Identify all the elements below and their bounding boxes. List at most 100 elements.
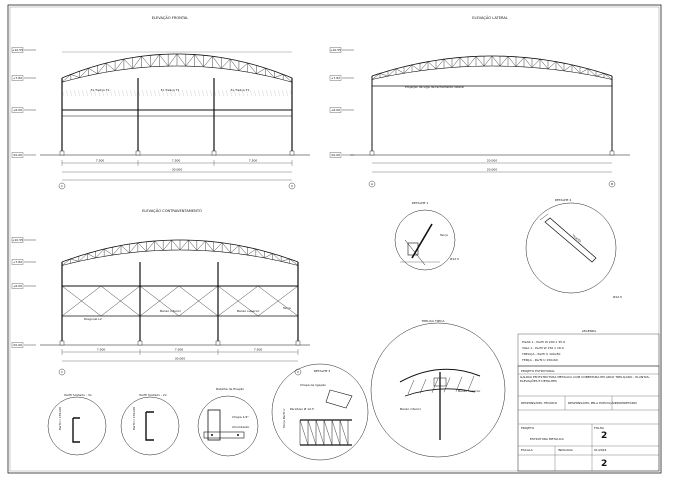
top-chord	[399, 368, 481, 383]
level-label: +6.00	[13, 108, 22, 112]
level-label: ±0.00	[13, 153, 22, 157]
hatch	[245, 89, 249, 97]
truss-diagonal	[371, 73, 381, 80]
truss-diagonal	[443, 59, 453, 68]
diagonal	[323, 419, 333, 446]
title-block-description: GALPÃO EM ESTRUTURA METÁLICA COM COBERTU…	[520, 376, 650, 383]
legend-item-1: PILAR 1 - Perfil W 200 x 35.9	[522, 340, 565, 344]
column-base	[211, 150, 217, 156]
title-block-header: PROJETO ESTRUTURAL	[521, 369, 555, 373]
column-base	[369, 150, 375, 156]
truss-diagonal	[523, 57, 533, 68]
truss-diagonal	[112, 245, 122, 256]
span-label: 20.000	[487, 159, 498, 163]
truss-diagonal	[196, 240, 206, 251]
column-base	[609, 150, 615, 156]
hatch	[89, 89, 93, 97]
hatch	[209, 89, 213, 97]
truss-diagonal	[79, 68, 89, 78]
truss-diagonal	[70, 74, 80, 78]
responsibility-1: RESPONSÁVEL TÉCNICO	[521, 400, 558, 405]
truss-diagonal	[579, 68, 589, 74]
grid-label: 1	[61, 370, 63, 374]
rod	[544, 217, 597, 263]
hatch	[189, 89, 193, 97]
truss-diagonal	[146, 240, 155, 252]
hatch	[225, 89, 229, 97]
sheet-total: 2	[601, 459, 607, 469]
level-tag	[11, 237, 24, 243]
truss-diagonal	[132, 56, 142, 69]
grid-label: 2	[297, 370, 299, 374]
truss-diagonal	[194, 54, 204, 67]
total-label: 30.000	[172, 168, 183, 172]
brace	[257, 285, 299, 317]
front-elevation-title: ELEVAÇÃO FRONTAL	[152, 15, 189, 20]
legend-item-4: TERÇA - Perfil U 150x60	[521, 358, 558, 362]
hatch	[213, 89, 217, 97]
web	[407, 379, 415, 395]
brace-label: Diagonal L2	[84, 317, 102, 321]
column-base	[289, 150, 295, 156]
web	[431, 378, 439, 393]
hatch	[113, 89, 117, 97]
level-label: +10.55	[12, 48, 23, 52]
truss-diagonal	[403, 64, 413, 74]
truss-diagonal	[88, 68, 98, 74]
truss-diagonal	[491, 55, 501, 67]
brace	[61, 285, 102, 317]
hatch	[117, 89, 121, 97]
truss-diagonal	[419, 61, 429, 71]
truss-diagonal	[123, 58, 133, 69]
truss-diagonal	[256, 68, 266, 74]
hatch	[217, 89, 221, 97]
truss-bottom-chord	[61, 65, 293, 83]
hatch	[197, 89, 201, 97]
grid-bubble	[294, 368, 302, 376]
truss-label: 3x Treliça T1	[161, 88, 180, 92]
diagonal	[331, 419, 341, 446]
truss-diagonal	[531, 59, 541, 68]
legend-item-3: TRELIÇA - Perfil U 100x50	[521, 352, 561, 356]
truss-diagonal	[238, 245, 248, 256]
hatch	[181, 89, 185, 97]
side-elevation-note: Projeção da viga de fechamento lateral	[405, 85, 464, 89]
hatch	[105, 89, 109, 97]
truss-diagonal	[167, 53, 178, 67]
legend-item-2: VIGA 1 - Perfil W 150 x 18.0	[522, 346, 564, 350]
truss-diagonal	[221, 242, 231, 253]
hatch	[109, 89, 113, 97]
hatch	[253, 89, 257, 97]
detail-6-label-a: Chapa 1/4"	[232, 415, 249, 419]
hatch	[277, 89, 281, 97]
detail-2-label-b: Ø12.5	[613, 294, 622, 299]
truss-diagonal	[571, 64, 581, 74]
level-label: +7.82	[331, 76, 340, 80]
truss-diagonal	[395, 68, 405, 74]
column-base	[59, 340, 65, 346]
bolt	[237, 434, 239, 436]
scale-value: INDICADA	[558, 448, 574, 452]
brace-label: Terça	[282, 306, 291, 310]
level-label: +10.55	[12, 238, 23, 242]
detail-5-title: Perfil Soldado - 2x	[139, 393, 166, 397]
truss-diagonal	[507, 56, 517, 67]
sheet-label: FOLHA	[594, 426, 605, 430]
truss-diagonal	[137, 242, 147, 252]
level-label: +10.55	[330, 48, 341, 52]
sheet-number: 2	[601, 431, 607, 441]
hatch	[165, 89, 169, 97]
legend: LEGENDA PILAR 1 - Perfil W 200 x 35.9 VI…	[517, 329, 660, 367]
truss-diagonal	[61, 74, 71, 83]
detail-4-title: Perfil Soldado - 3x	[64, 393, 91, 397]
hatch	[233, 89, 237, 97]
truss-diagonal	[176, 53, 187, 67]
hatch	[145, 89, 149, 97]
brace	[178, 285, 219, 317]
truss-diagonal	[221, 58, 231, 69]
truss-diagonal	[283, 74, 293, 83]
truss-diagonal	[162, 239, 172, 251]
brace	[217, 285, 259, 317]
truss-diagonal	[97, 62, 107, 74]
